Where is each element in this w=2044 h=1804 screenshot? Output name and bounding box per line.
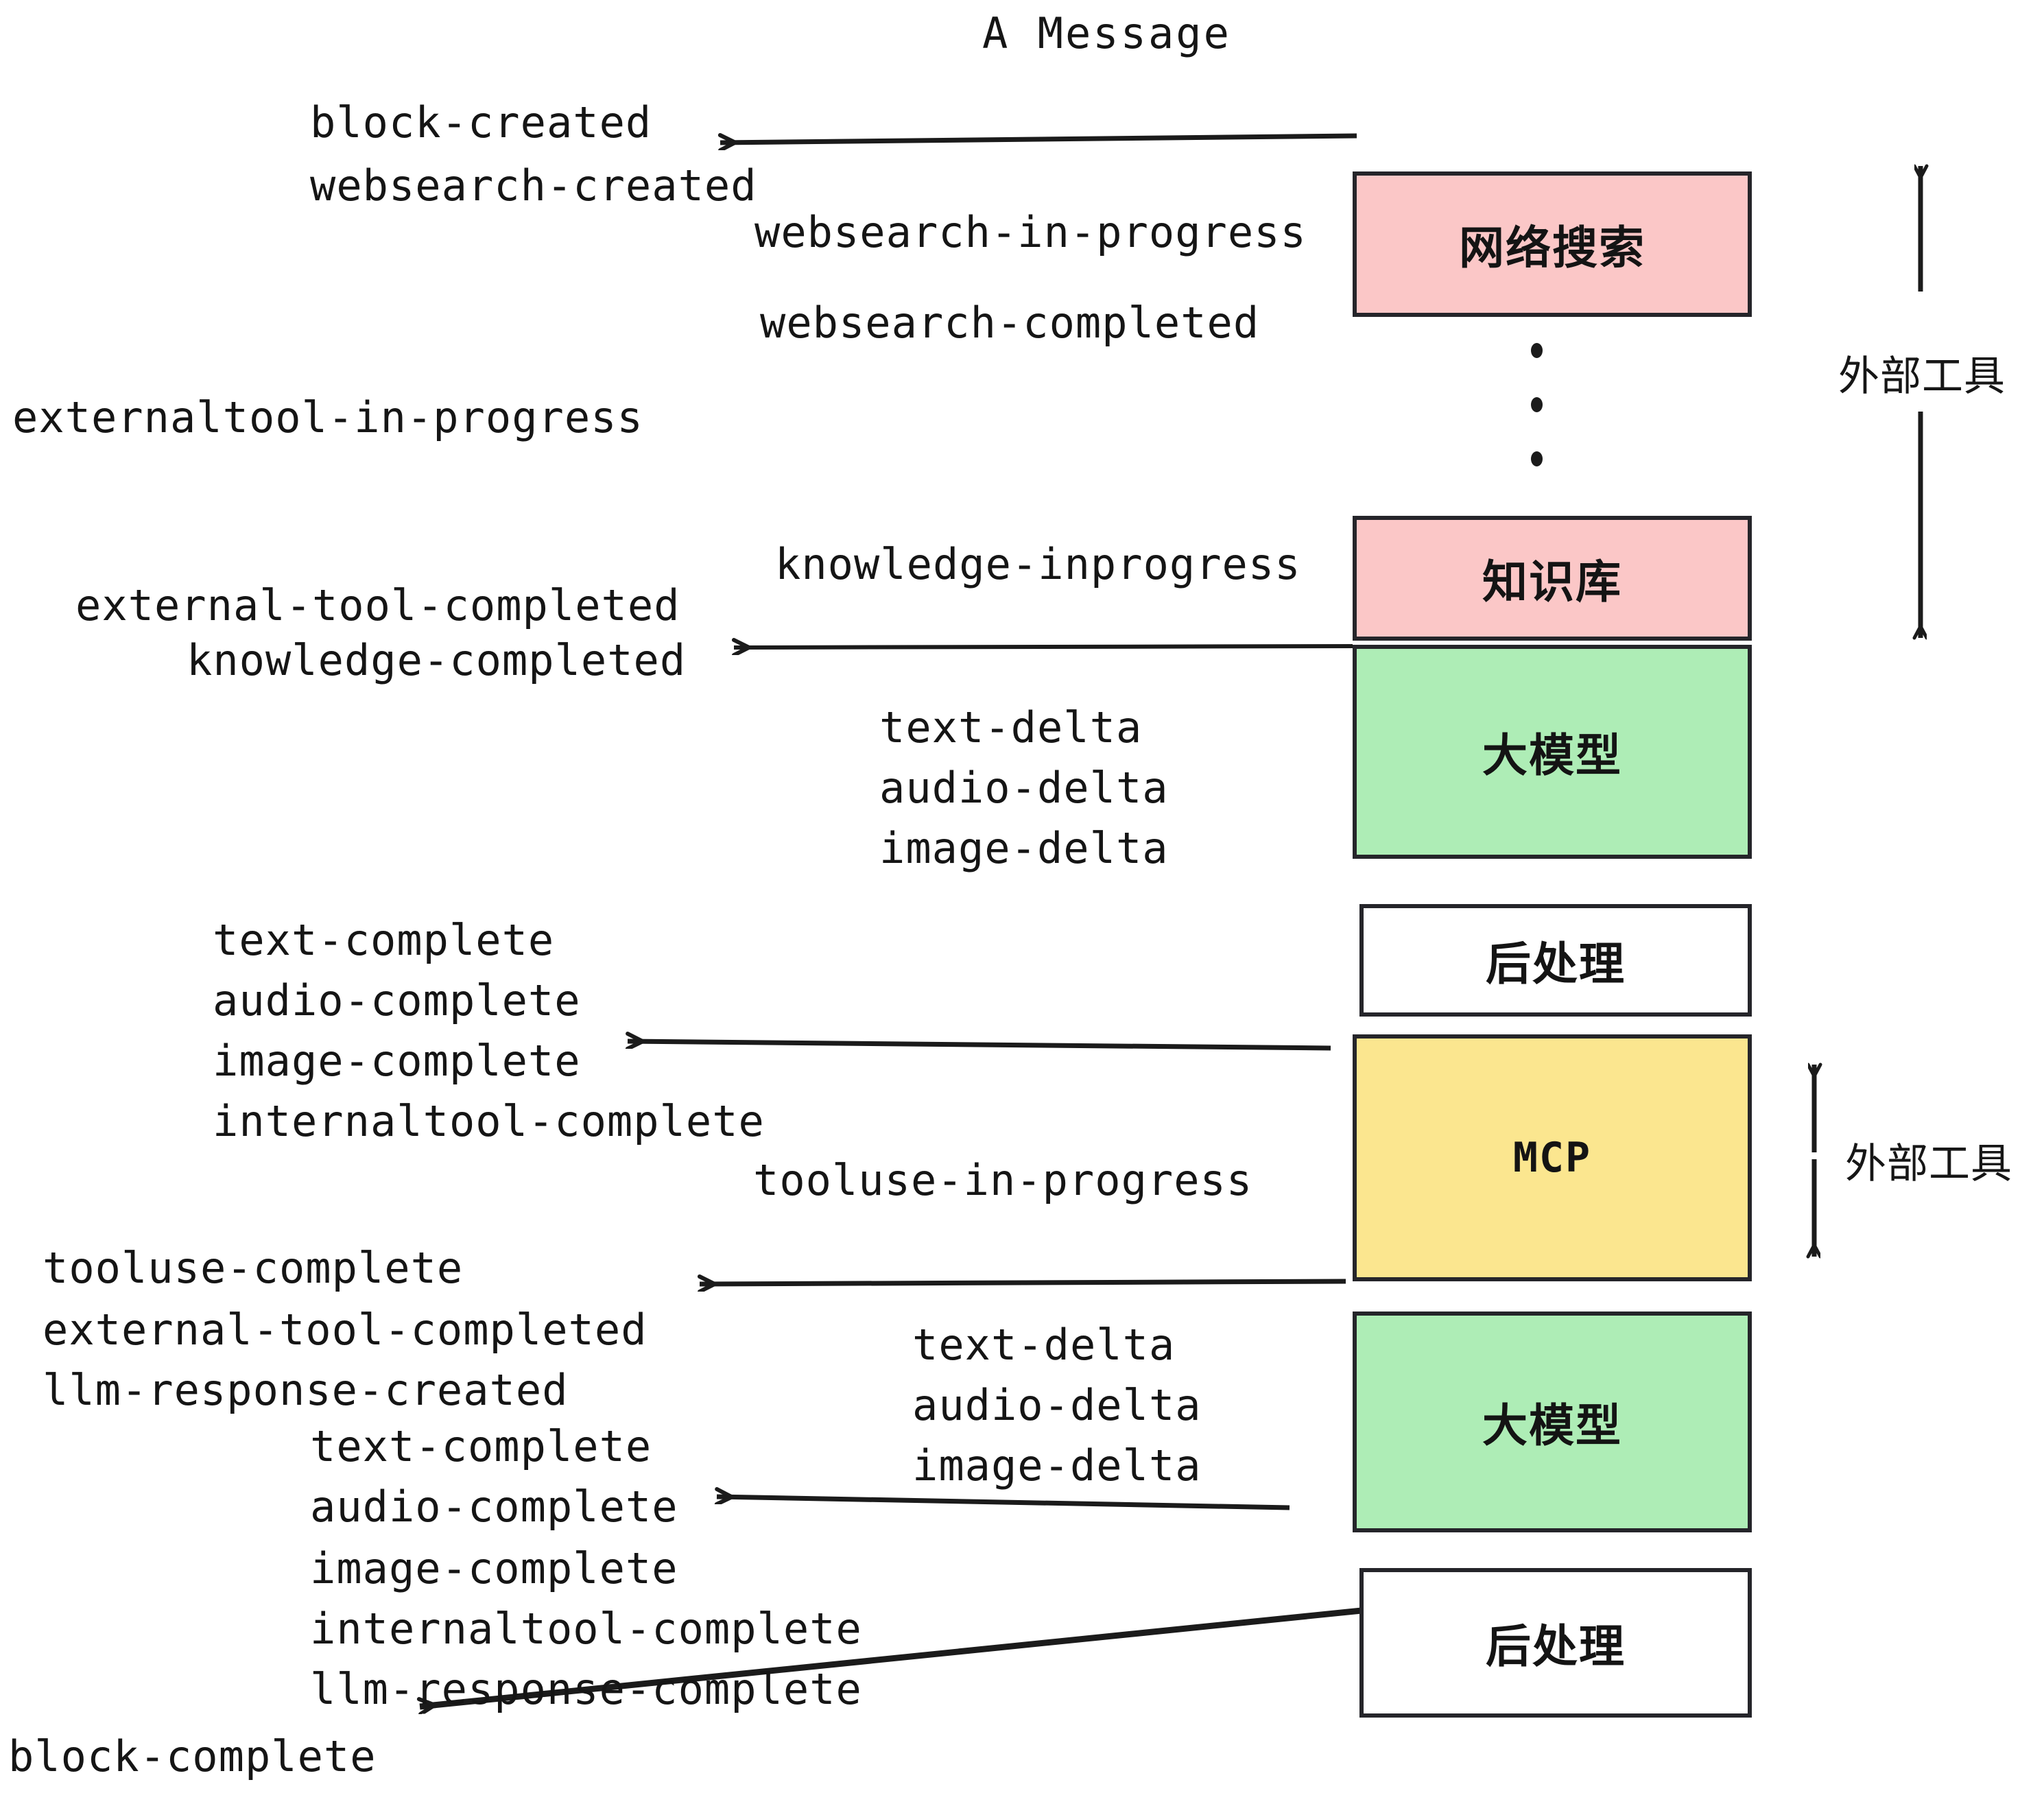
arrow-llm-to-knowledge-completed — [734, 646, 1353, 648]
event-tooluse-complete: tooluse-complete — [43, 1243, 464, 1293]
box-postprocess-upper[interactable]: 后处理 — [1359, 904, 1752, 1017]
dot — [1530, 397, 1543, 412]
event-text-delta-2: text-delta — [912, 1320, 1176, 1370]
event-externaltool-in-progress: externaltool-in-progress — [12, 392, 643, 442]
box-llm-lower[interactable]: 大模型 — [1353, 1312, 1752, 1532]
event-knowledge-inprogress: knowledge-inprogress — [775, 539, 1301, 589]
box-llm-upper-label: 大模型 — [1482, 729, 1622, 782]
event-audio-delta-2: audio-delta — [912, 1380, 1202, 1430]
event-image-delta-2: image-delta — [912, 1440, 1202, 1491]
box-websearch[interactable]: 网络搜索 — [1353, 171, 1752, 317]
dot — [1530, 343, 1543, 358]
event-image-complete-1: image-complete — [213, 1036, 581, 1086]
event-text-complete-2: text-complete — [310, 1421, 652, 1471]
arrow-mcp-to-image-complete — [628, 1041, 1331, 1051]
event-websearch-completed: websearch-completed — [760, 298, 1260, 348]
box-knowledge[interactable]: 知识库 — [1353, 516, 1752, 641]
event-external-tool-completed-1: external-tool-completed — [75, 580, 680, 630]
event-block-complete: block-complete — [8, 1731, 377, 1781]
event-text-delta-1: text-delta — [879, 702, 1143, 752]
event-audio-delta-1: audio-delta — [879, 763, 1169, 813]
event-audio-complete-1: audio-complete — [213, 975, 581, 1025]
event-internaltool-complete-2: internaltool-complete — [310, 1604, 862, 1654]
box-websearch-label: 网络搜索 — [1459, 222, 1645, 274]
event-llm-response-created: llm-response-created — [43, 1365, 569, 1415]
box-postprocess-lower[interactable]: 后处理 — [1359, 1568, 1752, 1718]
box-postprocess-upper-label: 后处理 — [1486, 938, 1626, 990]
event-websearch-created: websearch-created — [310, 161, 757, 211]
event-text-complete-1: text-complete — [213, 915, 555, 965]
event-tooluse-in-progress: tooluse-in-progress — [753, 1155, 1253, 1205]
legend-external-tools-lower: 外部工具 — [1845, 1140, 2012, 1188]
event-knowledge-completed: knowledge-completed — [187, 635, 687, 685]
box-postprocess-lower-label: 后处理 — [1486, 1620, 1626, 1673]
event-websearch-in-progress: websearch-in-progress — [754, 207, 1307, 257]
page-title: A Message — [982, 8, 1231, 58]
event-external-tool-completed-2: external-tool-completed — [43, 1305, 647, 1355]
box-mcp-label: MCP — [1512, 1134, 1592, 1182]
event-llm-response-complete: llm-response-complete — [310, 1664, 862, 1714]
box-llm-upper[interactable]: 大模型 — [1353, 645, 1752, 859]
box-mcp[interactable]: MCP — [1353, 1034, 1752, 1281]
legend-external-tools-upper: 外部工具 — [1838, 353, 2006, 401]
arrow-llm-to-tooluse-complete — [700, 1281, 1346, 1284]
box-llm-lower-label: 大模型 — [1482, 1399, 1622, 1452]
dot — [1530, 451, 1543, 466]
box-knowledge-label: 知识库 — [1482, 556, 1622, 608]
event-image-complete-2: image-complete — [310, 1543, 678, 1593]
ellipsis-vertical — [1530, 343, 1543, 466]
event-image-delta-1: image-delta — [879, 823, 1169, 873]
event-internaltool-complete-1: internaltool-complete — [213, 1096, 765, 1146]
arrow-websearch-to-block — [720, 136, 1357, 143]
event-block-created: block-created — [310, 97, 652, 147]
event-audio-complete-2: audio-complete — [310, 1482, 678, 1532]
arrow-llm-to-audio-complete — [717, 1497, 1290, 1510]
